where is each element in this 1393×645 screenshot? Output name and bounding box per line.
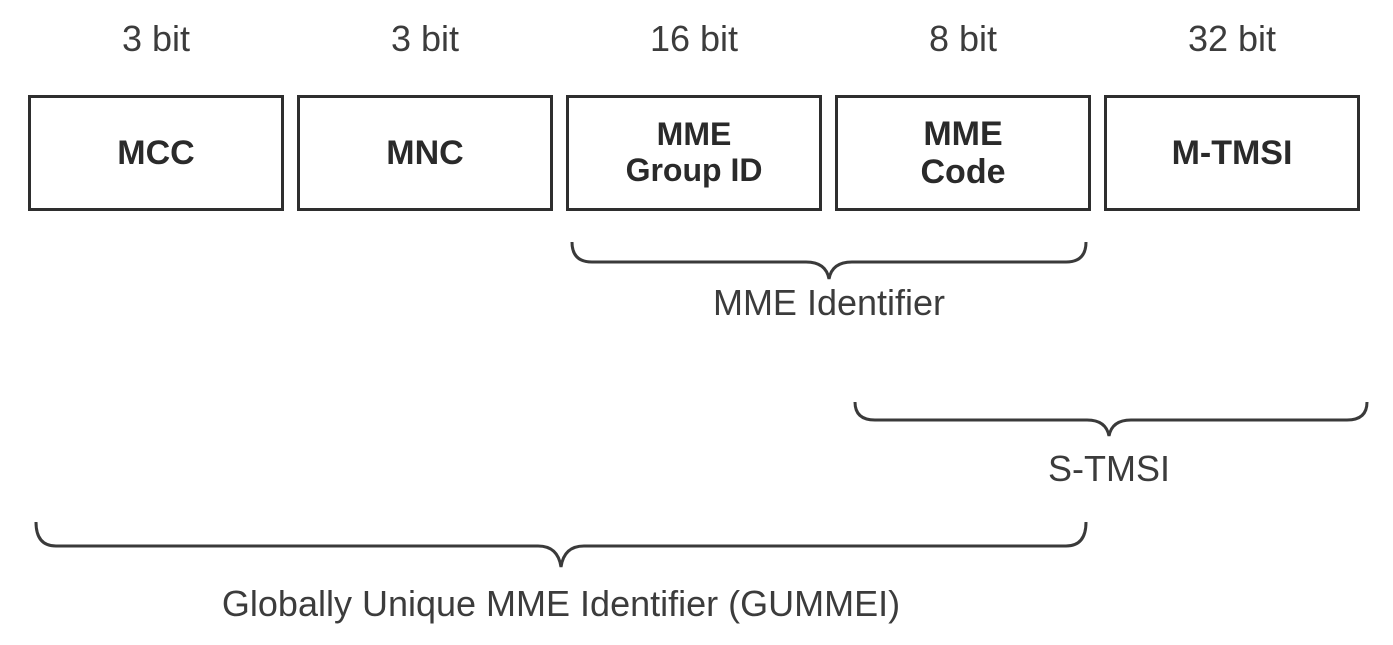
s-tmsi-label: S-TMSI <box>1048 448 1170 489</box>
mme-group-id-field: MME Group ID <box>566 95 822 211</box>
mcc-field: MCC <box>28 95 284 211</box>
mme-code-label-line1: MME <box>923 114 1003 153</box>
mme-group-id-bit-width: 16 bit <box>649 18 739 59</box>
mme-identifier-label: MME Identifier <box>712 282 946 323</box>
m-tmsi-field: M-TMSI <box>1104 95 1360 211</box>
m-tmsi-label: M-TMSI <box>1171 133 1293 172</box>
mme-group-id-label-line2: Group ID <box>625 152 763 188</box>
mme-identifier-brace <box>570 241 1088 280</box>
mnc-label: MNC <box>386 133 464 172</box>
mme-group-id-label-line1: MME <box>656 116 732 153</box>
mme-code-field: MME Code <box>835 95 1091 211</box>
mme-code-label-line2: Code <box>920 153 1006 191</box>
mme-code-bit-width: 8 bit <box>928 18 998 59</box>
gummei-brace <box>34 521 1088 568</box>
mnc-field: MNC <box>297 95 553 211</box>
gummei-label: Globally Unique MME Identifier (GUMMEI) <box>221 583 901 624</box>
mcc-label: MCC <box>117 133 195 172</box>
m-tmsi-bit-width: 32 bit <box>1187 18 1277 59</box>
mnc-bit-width: 3 bit <box>390 18 460 59</box>
s-tmsi-brace <box>853 401 1369 437</box>
mcc-bit-width: 3 bit <box>121 18 191 59</box>
